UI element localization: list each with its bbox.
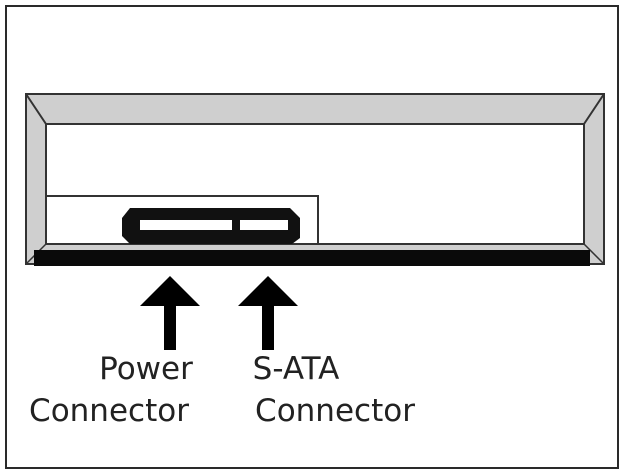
sata-label-line-2: Connector <box>255 393 415 429</box>
sata-arrow-icon <box>238 276 298 350</box>
power-label-line-1: Power <box>99 351 193 387</box>
sata-label-line-1: S-ATA <box>252 351 340 387</box>
power-connector-slot <box>140 220 232 230</box>
drive-base-bar <box>34 250 590 266</box>
power-arrow-icon <box>140 276 200 350</box>
power-label-line-2: Connector <box>29 393 189 429</box>
connector-block <box>122 208 300 244</box>
sata-connector-slot <box>240 220 288 230</box>
